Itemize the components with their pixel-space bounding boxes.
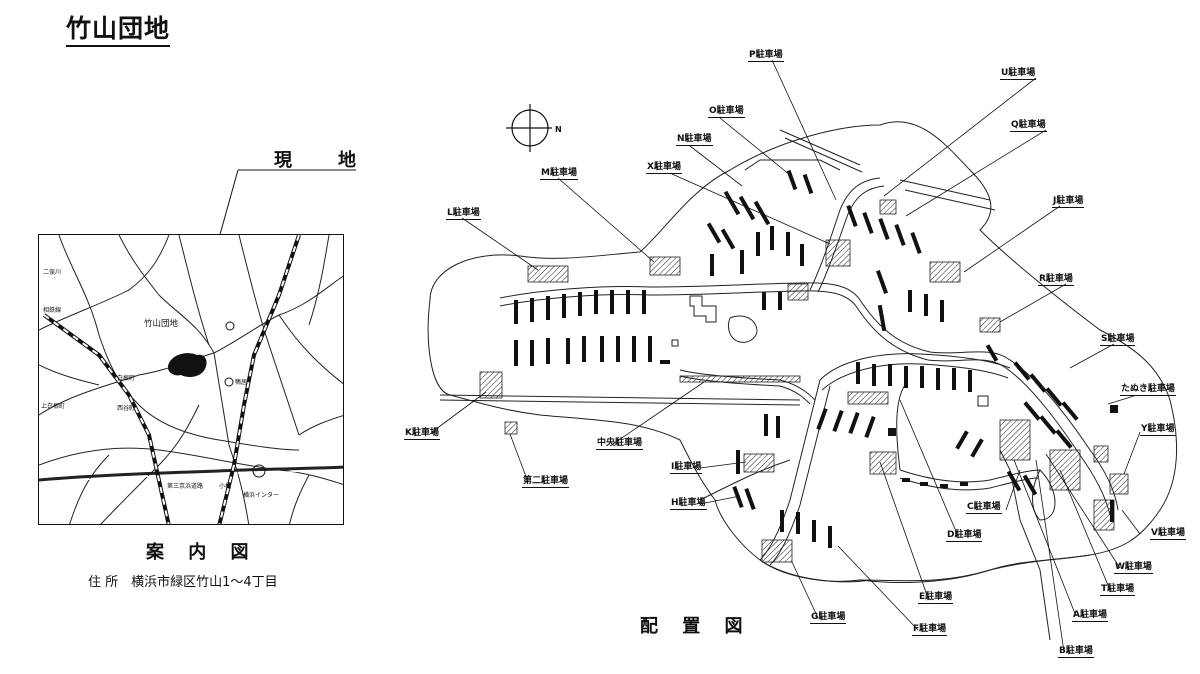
parking-label-D: D駐車場 xyxy=(946,530,983,542)
parking-label-T: T駐車場 xyxy=(1100,584,1136,596)
parking-area-I xyxy=(743,453,775,473)
parking-label-N: N駐車場 xyxy=(676,134,713,146)
parking-label-I: I駐車場 xyxy=(670,462,703,474)
site-location-label: 現 地 xyxy=(274,150,370,171)
parking-label-W: W駐車場 xyxy=(1114,562,1153,574)
guide-label-sotetsu: 相鉄線 xyxy=(43,307,62,314)
guide-map: 竹山団地 二俣川 相鉄線 白根町 上白根町 西谷町 鴨居 小机 横浜インター 第… xyxy=(38,234,344,525)
parking-label-R: R駐車場 xyxy=(1038,274,1074,286)
parking-label-J: J駐車場 xyxy=(1052,196,1085,208)
parking-label-Q: Q駐車場 xyxy=(1010,120,1047,132)
parking-area-center xyxy=(679,375,801,383)
parking-area-N xyxy=(825,239,851,267)
parking-area-tanuki xyxy=(1093,445,1109,463)
guide-label-hakuba: 白根町 xyxy=(117,375,136,382)
parking-label-H: H駐車場 xyxy=(670,498,707,510)
guide-map-roads xyxy=(39,235,343,524)
parking-label-F: F駐車場 xyxy=(912,624,948,636)
parking-label-A: A駐車場 xyxy=(1072,610,1108,622)
parking-label-C: C駐車場 xyxy=(966,502,1002,514)
parking-area-M xyxy=(649,256,681,276)
parking-label-X: X駐車場 xyxy=(646,162,682,174)
parking-label-M: M駐車場 xyxy=(540,168,578,180)
guide-label-danchi: 竹山団地 xyxy=(144,319,179,329)
parking-label-tanuki: たぬき駐車場 xyxy=(1120,384,1176,396)
parking-area-G xyxy=(761,539,793,563)
parking-label-U: U駐車場 xyxy=(1000,68,1037,80)
parking-label-L: L駐車場 xyxy=(446,208,481,220)
parking-label-K: K駐車場 xyxy=(404,428,440,440)
parking-area-E xyxy=(869,451,897,475)
compass-icon xyxy=(506,104,552,152)
guide-label-kawai: 鴨居 xyxy=(235,379,248,386)
parking-label-P: P駐車場 xyxy=(748,50,784,62)
parking-area-J xyxy=(929,261,961,283)
parking-label-G: G駐車場 xyxy=(810,612,847,624)
parking-label-O: O駐車場 xyxy=(708,106,745,118)
parking-area-Y xyxy=(1109,473,1129,495)
parking-label-Y: Y駐車場 xyxy=(1140,424,1176,436)
parking-area-D xyxy=(847,391,889,405)
layout-map-title: 配 置 図 xyxy=(640,616,752,637)
parking-label-center: 中央駐車場 xyxy=(596,438,644,450)
parking-label-S: S駐車場 xyxy=(1100,334,1136,346)
parking-label-E: E駐車場 xyxy=(918,592,954,604)
parking-label-V: V駐車場 xyxy=(1150,528,1186,540)
parking-area-R xyxy=(979,317,1001,333)
parking-area-second xyxy=(504,421,518,435)
parking-label-second: 第二駐車場 xyxy=(522,476,570,488)
parking-area-C xyxy=(999,419,1031,461)
address: 住 所 横浜市緑区竹山1～4丁目 xyxy=(88,575,278,590)
parking-label-B: B駐車場 xyxy=(1058,646,1094,658)
guide-label-interchange: 横浜インター xyxy=(243,492,280,499)
guide-label-kamoi: 小机 xyxy=(219,483,232,490)
guide-label-nishitani: 西谷町 xyxy=(117,405,136,412)
compass-north-label: N xyxy=(555,125,562,134)
guide-map-title: 案 内 図 xyxy=(146,542,258,563)
page-title: 竹山団地 xyxy=(66,14,171,47)
parking-area-L xyxy=(527,265,569,283)
guide-label-highway: 第三京浜道路 xyxy=(167,483,204,490)
guide-label-nijo: 二俣川 xyxy=(43,269,62,276)
parking-area-K xyxy=(479,371,503,399)
guide-label-kamishirane: 上白根町 xyxy=(41,403,66,410)
parking-area-U xyxy=(879,199,897,215)
parking-area-X xyxy=(787,283,809,301)
